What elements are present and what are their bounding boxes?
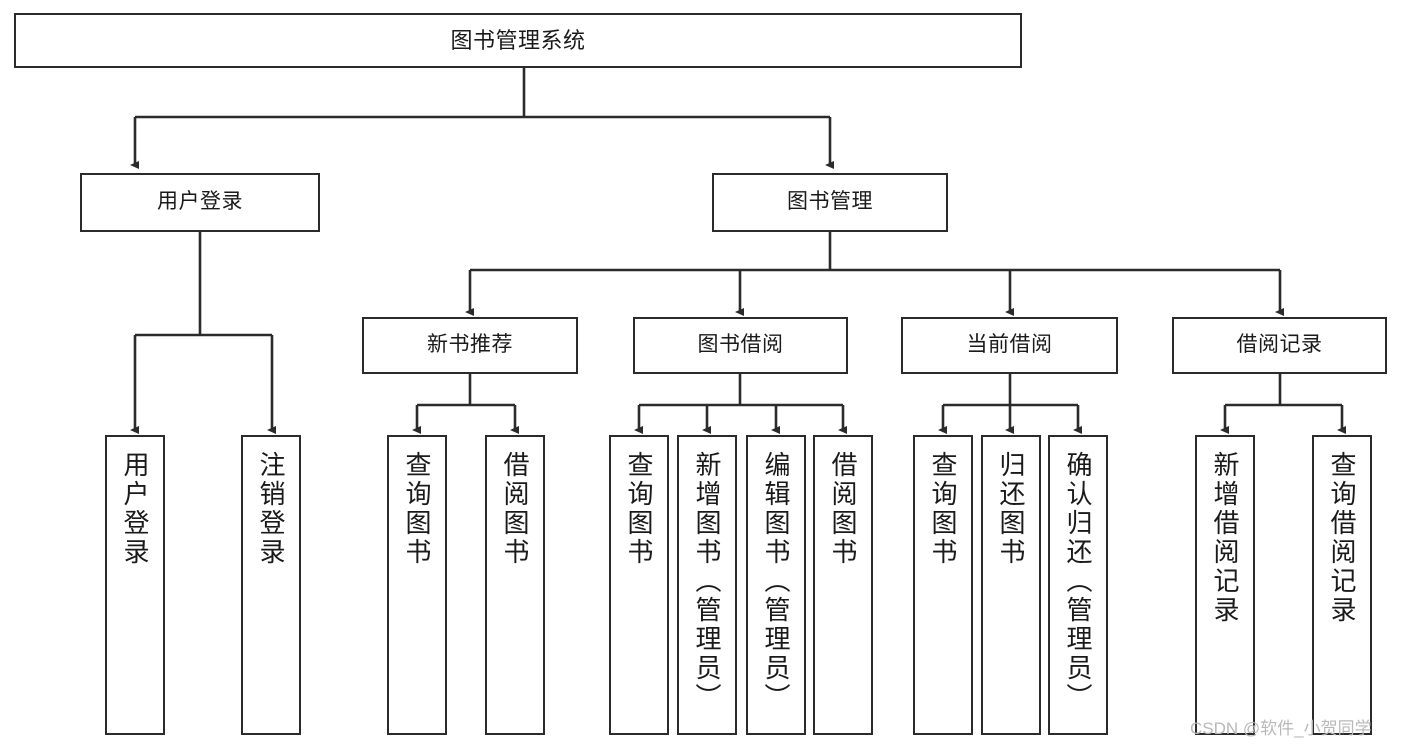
node-borrow-record[interactable]: 借阅记录 [1172, 317, 1387, 374]
node-leaf-query-book-3[interactable]: 查询图书 [913, 435, 973, 735]
node-leaf-confirm-return[interactable]: 确认归还（管理员） [1048, 435, 1108, 735]
node-leaf-edit-book-label: 编辑图书（管理员） [761, 451, 791, 712]
node-book-manage[interactable]: 图书管理 [712, 173, 948, 232]
node-leaf-add-record-label: 新增借阅记录 [1210, 451, 1240, 625]
node-leaf-query-book-3-label: 查询图书 [928, 451, 958, 567]
node-current-borrow-label: 当前借阅 [966, 333, 1053, 357]
node-leaf-user-logout-label: 注销登录 [256, 451, 286, 567]
node-leaf-query-book-1[interactable]: 查询图书 [387, 435, 447, 735]
node-leaf-query-book-2[interactable]: 查询图书 [609, 435, 669, 735]
node-new-book-recommend-label: 新书推荐 [427, 333, 513, 357]
node-leaf-borrow-book-2[interactable]: 借阅图书 [813, 435, 873, 735]
watermark: CSDN @软件_小贺同学 [1190, 719, 1372, 738]
node-leaf-add-record[interactable]: 新增借阅记录 [1195, 435, 1255, 735]
node-user-login-label: 用户登录 [157, 190, 243, 214]
node-leaf-query-record-label: 查询借阅记录 [1327, 451, 1357, 625]
node-leaf-borrow-book-1-label: 借阅图书 [500, 451, 530, 567]
node-leaf-query-book-2-label: 查询图书 [624, 451, 654, 567]
node-new-book-recommend[interactable]: 新书推荐 [362, 317, 578, 374]
node-leaf-query-record[interactable]: 查询借阅记录 [1312, 435, 1372, 735]
node-root-label: 图书管理系统 [450, 27, 586, 53]
node-leaf-user-login-label: 用户登录 [120, 451, 150, 567]
node-leaf-borrow-book-1[interactable]: 借阅图书 [485, 435, 545, 735]
node-user-login[interactable]: 用户登录 [80, 173, 320, 232]
node-leaf-query-book-1-label: 查询图书 [402, 451, 432, 567]
node-borrow-record-label: 借阅记录 [1236, 333, 1323, 357]
node-leaf-edit-book[interactable]: 编辑图书（管理员） [746, 435, 806, 735]
node-leaf-user-login[interactable]: 用户登录 [105, 435, 165, 735]
node-current-borrow[interactable]: 当前借阅 [901, 317, 1118, 374]
node-leaf-add-book-label: 新增图书（管理员） [692, 451, 722, 712]
node-leaf-confirm-return-label: 确认归还（管理员） [1063, 451, 1093, 712]
node-leaf-borrow-book-2-label: 借阅图书 [828, 451, 858, 567]
node-book-manage-label: 图书管理 [787, 190, 873, 214]
node-root[interactable]: 图书管理系统 [14, 13, 1022, 68]
node-leaf-add-book[interactable]: 新增图书（管理员） [677, 435, 737, 735]
node-leaf-return-book[interactable]: 归还图书 [981, 435, 1041, 735]
node-leaf-user-logout[interactable]: 注销登录 [241, 435, 301, 735]
node-book-borrow-label: 图书借阅 [697, 333, 784, 357]
node-leaf-return-book-label: 归还图书 [996, 451, 1026, 567]
node-book-borrow[interactable]: 图书借阅 [633, 317, 848, 374]
